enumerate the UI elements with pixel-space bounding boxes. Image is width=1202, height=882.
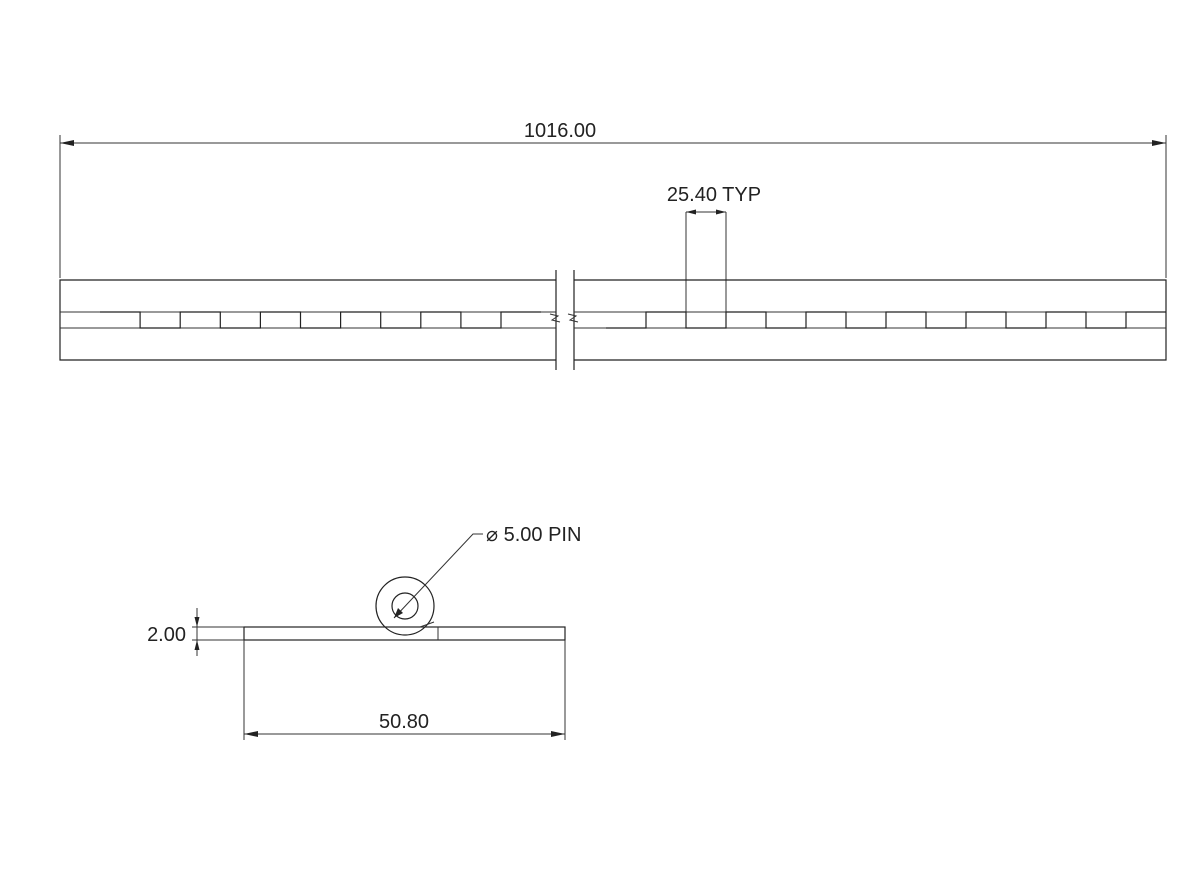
knuckle-pitch-dimension: 25.40 TYP	[667, 184, 761, 312]
thickness-dimension: 2.00	[147, 608, 244, 656]
arrow-right	[551, 731, 565, 737]
knuckle-pitch-label: 25.40 TYP	[667, 184, 761, 206]
arrow-top	[194, 617, 200, 627]
hinge-left-section	[59, 279, 556, 361]
end-view: ⌀ 5.00 PIN 2.00 50.80	[147, 524, 581, 740]
arrow-bottom	[194, 640, 200, 650]
pin-circle	[391, 592, 419, 620]
hinge-leaf-profile	[243, 626, 566, 641]
break-symbol-left	[549, 313, 561, 323]
pin-callout: ⌀ 5.00 PIN	[393, 524, 581, 619]
leaf-outline	[59, 279, 556, 361]
leader-line	[393, 533, 483, 619]
arrow-left	[686, 209, 696, 215]
barrel-outer	[375, 576, 435, 636]
open-width-dimension: 50.80	[243, 640, 566, 740]
break-lines	[549, 270, 579, 370]
arrow-right	[1152, 140, 1166, 146]
arrow-right	[716, 209, 726, 215]
overall-length-label: 1016.00	[524, 120, 596, 142]
break-symbol-right	[567, 313, 579, 323]
knuckle-pattern-left	[100, 311, 541, 329]
thickness-label: 2.00	[147, 624, 186, 646]
arrow-left	[60, 140, 74, 146]
leaf-outline	[574, 279, 1167, 361]
knuckle-pattern-right	[606, 311, 1166, 329]
arrow-left	[244, 731, 258, 737]
leader-arrow	[394, 608, 403, 618]
open-width-label: 50.80	[379, 711, 429, 733]
pin-label: ⌀ 5.00 PIN	[486, 524, 581, 546]
top-view: 1016.00 25.40 TYP	[59, 120, 1167, 370]
barrel-tail	[419, 621, 435, 628]
hinge-right-section	[574, 279, 1167, 361]
overall-length-dimension: 1016.00	[59, 120, 1167, 278]
